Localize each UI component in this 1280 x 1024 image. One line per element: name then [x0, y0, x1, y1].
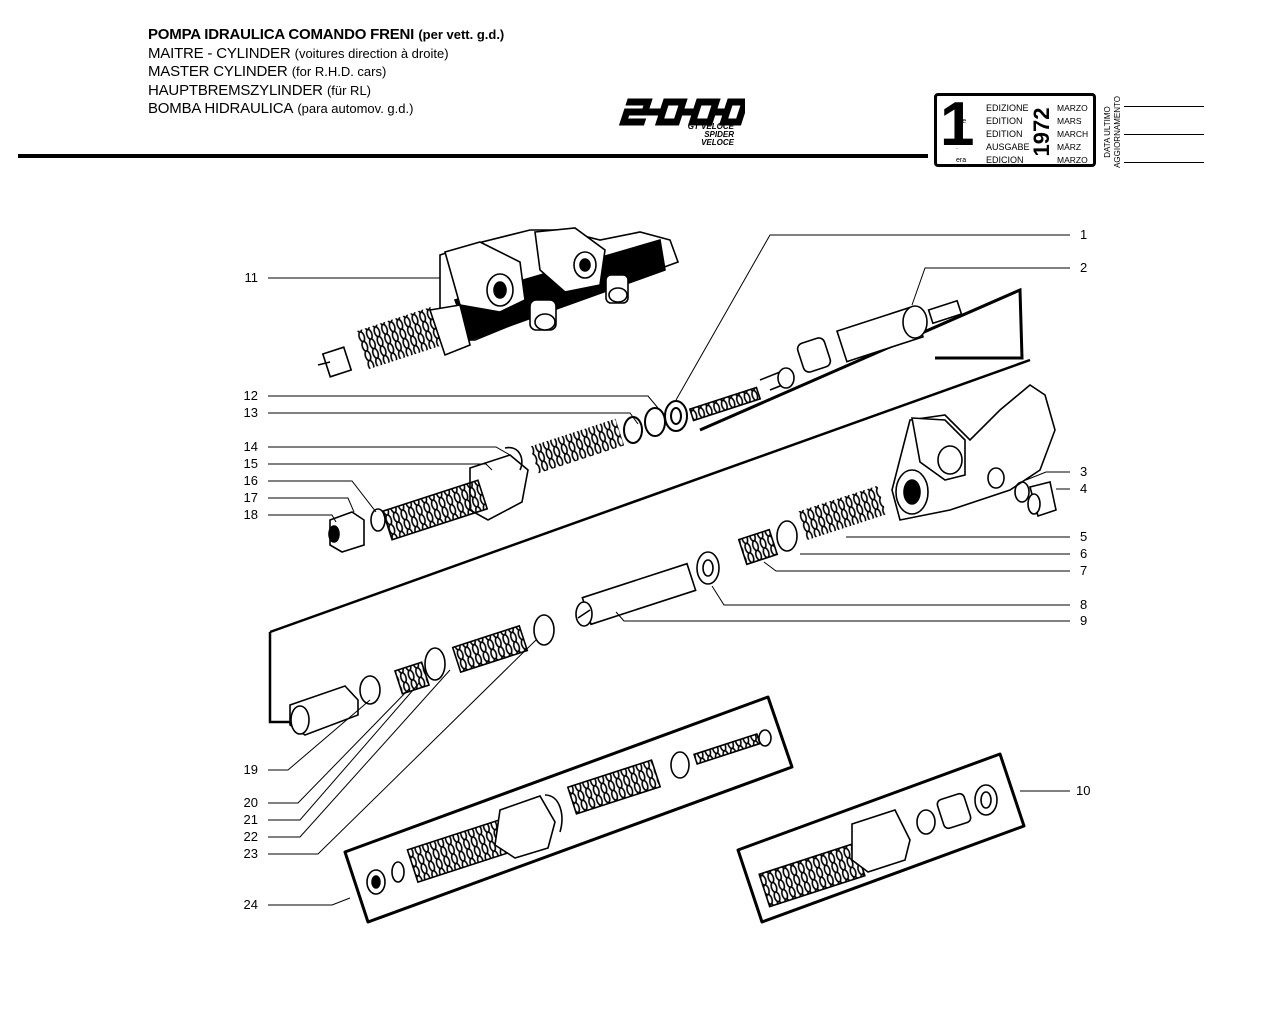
edition-month: MARZO [1057, 155, 1088, 165]
model-logo [618, 98, 745, 126]
edition-sup: a [956, 105, 960, 112]
title-line-italian: POMPA IDRAULICA COMANDO FRENI (per vett.… [148, 26, 504, 45]
piston-rod-assembly [688, 299, 963, 422]
repair-kit-10 [736, 752, 1026, 924]
edition-sup: era [956, 157, 967, 164]
edition-label: EDITION [986, 129, 1023, 139]
seals-6-7 [737, 520, 798, 566]
piston-8-9 [575, 551, 720, 627]
edition-label: EDITION [986, 116, 1023, 126]
update-date-label: DATA ULTIMO AGGIORNAMENTO [1103, 96, 1122, 168]
edition-label: EDICION [986, 155, 1024, 165]
callout-10: 10 [1076, 783, 1091, 798]
logo-line1: GT VELOCE [687, 122, 734, 131]
update-line1: DATA ULTIMO [1103, 106, 1112, 158]
update-line2: AGGIORNAMENTO [1113, 96, 1122, 168]
header-rule [18, 154, 928, 158]
edition-sup: st [956, 131, 962, 138]
edition-label: AUSGABE [986, 142, 1030, 152]
callout-23: 23 [243, 846, 258, 861]
callout-18: 18 [243, 507, 258, 522]
callout-11: 11 [244, 270, 259, 285]
logo-line2: SPIDER VELOCE [701, 130, 734, 147]
callout-14: 14 [243, 439, 258, 454]
spring-5 [797, 485, 887, 541]
edition-month: MÄRZ [1057, 142, 1082, 152]
edition-labels: EDIZIONE EDITION EDITION AUSGABE EDICION [986, 102, 1030, 167]
title-line-german: HAUPTBREMSZYLINDER (für RL) [148, 82, 504, 101]
callout-21: 21 [243, 812, 258, 827]
nut-and-clip [328, 508, 386, 553]
edition-label: EDIZIONE [986, 103, 1029, 113]
title-sub: (para automov. g.d.) [297, 101, 414, 116]
callout-24: 24 [243, 897, 258, 912]
title-sub: (für RL) [326, 82, 371, 98]
callout-1: 1 [1080, 227, 1088, 242]
callout-3: 3 [1080, 464, 1088, 479]
title-main: BOMBA HIDRAULICA [148, 100, 294, 117]
callout-22: 22 [243, 829, 258, 844]
seal-rings-upper [623, 400, 688, 444]
callout-2: 2 [1080, 260, 1088, 275]
callout-4: 4 [1080, 481, 1088, 496]
edition-number: 1 [940, 90, 975, 159]
title-main: HAUPTBREMSZYLINDER [148, 81, 323, 99]
callout-7: 7 [1080, 563, 1088, 578]
title-block: POMPA IDRAULICA COMANDO FRENI (per vett.… [148, 26, 504, 119]
title-main: MASTER CYLINDER [148, 63, 288, 80]
spring-upper [529, 418, 625, 474]
callout-5: 5 [1080, 529, 1088, 544]
callout-13: 13 [243, 405, 258, 420]
master-cylinder-assembly [317, 227, 680, 378]
edition-year-text: 1972 [1029, 108, 1054, 157]
callout-8: 8 [1080, 597, 1088, 612]
title-sub: (for R.H.D. cars) [291, 64, 387, 79]
lower-rod-parts [289, 614, 555, 736]
callout-12: 12 [243, 388, 258, 403]
update-date-lines [1124, 98, 1206, 168]
leader-lines [268, 234, 1070, 906]
logo-subtitle: GT VELOCE SPIDER VELOCE [672, 123, 734, 147]
title-main: MAITRE - CYLINDER [148, 44, 291, 62]
edition-month: MARCH [1057, 129, 1089, 139]
edition-sup: ère [956, 118, 967, 125]
callout-20: 20 [243, 795, 258, 810]
callout-9: 9 [1080, 613, 1088, 628]
edition-sup: . [956, 144, 958, 151]
title-main: POMPA IDRAULICA COMANDO FRENI [148, 26, 415, 43]
title-line-french: MAITRE - CYLINDER (voitures direction à … [148, 45, 504, 64]
callout-19: 19 [243, 762, 258, 777]
edition-year: 1972 [1029, 108, 1054, 157]
edition-month: MARS [1057, 116, 1082, 126]
edition-box: 1 a ère st . era EDIZIONE EDITION EDITIO… [934, 93, 1096, 167]
callout-17: 17 [243, 490, 258, 505]
title-sub: (per vett. g.d.) [418, 27, 505, 42]
title-line-english: MASTER CYLINDER (for R.H.D. cars) [148, 63, 504, 82]
edition-superscripts: a ère st . era [956, 102, 966, 167]
cylinder-body-lower [891, 384, 1057, 521]
callout-6: 6 [1080, 546, 1088, 561]
edition-months: MARZO MARS MARCH MÄRZ MARZO [1057, 102, 1088, 167]
callout-16: 16 [243, 473, 258, 488]
dust-boot [381, 446, 529, 541]
callout-15: 15 [243, 456, 258, 471]
repair-kit-24 [343, 695, 794, 924]
edition-month: MARZO [1057, 103, 1088, 113]
title-line-spanish: BOMBA HIDRAULICA (para automov. g.d.) [148, 100, 504, 119]
title-sub: (voitures direction à droite) [294, 45, 449, 61]
